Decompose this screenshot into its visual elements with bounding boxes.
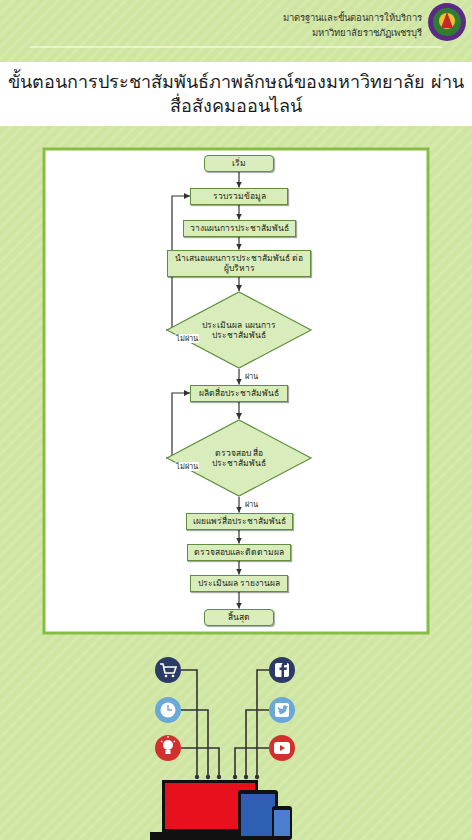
node-text: เริ่ม: [232, 158, 246, 168]
fb-glyph: [280, 663, 288, 677]
youtube-icon: [269, 735, 295, 761]
yt-screen: [274, 742, 290, 754]
connector: [238, 497, 239, 513]
wire-dot: [244, 775, 248, 779]
header-rule: [30, 46, 442, 47]
node-text: รวบรวมข้อมูล: [213, 191, 266, 201]
tw-square: [275, 703, 289, 717]
title-band: [0, 62, 472, 126]
twitter-icon: [269, 697, 295, 723]
cart-shape: [160, 664, 176, 673]
facebook-icon: [269, 657, 295, 683]
icon-circle: [155, 735, 181, 761]
process-box: ผลิตสื่อประชาสัมพันธ์: [190, 385, 288, 402]
bulb-rays: [161, 736, 175, 742]
icon-circle: [155, 697, 181, 723]
logo-field: [433, 8, 461, 36]
edge-label: ผ่าน: [244, 500, 259, 509]
tw-bird: [277, 705, 289, 714]
wire-dot: [217, 775, 221, 779]
terminal-box: สิ้นสุด: [204, 609, 274, 626]
bulb-glass: [163, 740, 173, 750]
clock-icon: [155, 697, 181, 723]
process-box: วางแผนการประชาสัมพันธ์: [183, 220, 296, 237]
connector: [238, 369, 239, 385]
process-box: เผยแพร่สื่อประชาสัมพันธ์: [186, 513, 293, 530]
diamond-shape: [167, 292, 311, 368]
node-text: เผยแพร่สื่อประชาสัมพันธ์: [193, 516, 286, 526]
wires: [181, 670, 269, 776]
node-text: วางแผนการประชาสัมพันธ์: [190, 223, 289, 233]
tablet-screen: [241, 794, 275, 836]
node-text: ตรวจสอบและติดตามผล: [194, 547, 284, 557]
fb-square: [275, 663, 289, 677]
icon-circle: [269, 735, 295, 761]
icon-circle: [269, 697, 295, 723]
clock-face: [161, 703, 176, 718]
connector: [238, 402, 239, 420]
yt-play: [280, 745, 285, 751]
bulb-icon: [155, 735, 181, 761]
university-logo: [428, 3, 466, 41]
connector: [238, 277, 239, 292]
phone-screen: [274, 810, 290, 836]
terminal-box: เริ่ม: [204, 155, 274, 172]
devices: [150, 780, 292, 840]
logo-ring: [428, 3, 466, 41]
connector: [238, 172, 239, 188]
edge-label: ผ่าน: [244, 372, 259, 381]
wire-dot: [255, 775, 259, 779]
wire: [246, 710, 269, 776]
icon-circle: [155, 657, 181, 683]
wire-dots: [195, 775, 259, 779]
page-title: ขั้นตอนการประชาสัมพันธ์ภาพลักษณ์ของมหาวิ…: [8, 62, 464, 126]
wire: [235, 748, 269, 776]
header-label: มาตรฐานและขั้นตอนการให้บริการ: [283, 10, 422, 25]
decision-diamond: ประเมินผล แผนการประชาสัมพันธ์: [166, 291, 312, 369]
edge-label: ไม่ผ่าน: [175, 334, 199, 343]
node-text: ประเมินผล แผนการประชาสัมพันธ์: [198, 320, 280, 340]
process-box: นำเสนอแผนการประชาสัมพันธ์ ต่อผู้บริหาร: [167, 250, 311, 277]
wire: [181, 748, 219, 776]
node-text: ตรวจสอบ สื่อประชาสัมพันธ์: [198, 448, 280, 468]
edge-label: ไม่ผ่าน: [175, 462, 199, 471]
header-label: มหาวิทยาลัยราชภัฏเพชรบุรี: [312, 25, 422, 40]
phone-bezel: [272, 806, 292, 840]
bulb-base: [166, 750, 171, 754]
flow-panel: [44, 149, 428, 633]
cart-wheel: [172, 675, 175, 678]
process-box: ตรวจสอบและติดตามผล: [187, 544, 291, 561]
node-text: ผลิตสื่อประชาสัมพันธ์: [199, 388, 279, 398]
node-text: สิ้นสุด: [228, 612, 250, 622]
diamond-shape: [167, 420, 311, 496]
logo-emblem: [439, 13, 455, 29]
wire-dot: [233, 775, 237, 779]
process-box: ประเมินผล รายงานผล: [190, 575, 288, 592]
icon-circle: [269, 657, 295, 683]
wire: [257, 670, 269, 776]
connector: [238, 205, 239, 220]
wire: [181, 670, 197, 776]
cart-wheel: [165, 675, 168, 678]
wire-dot: [195, 775, 199, 779]
connector: [238, 592, 239, 609]
connector: [238, 237, 239, 250]
connector: [238, 561, 239, 575]
node-text: ประเมินผล รายงานผล: [198, 578, 281, 588]
decision-diamond: ตรวจสอบ สื่อประชาสัมพันธ์: [166, 419, 312, 497]
connector: [238, 530, 239, 544]
wire: [181, 710, 208, 776]
clock-hands: [168, 705, 172, 710]
logo-crest: [441, 12, 453, 28]
node-text: นำเสนอแผนการประชาสัมพันธ์ ต่อผู้บริหาร: [174, 253, 304, 273]
process-box: รวบรวมข้อมูล: [190, 188, 288, 205]
cart-icon: [155, 657, 181, 683]
wire-dot: [206, 775, 210, 779]
